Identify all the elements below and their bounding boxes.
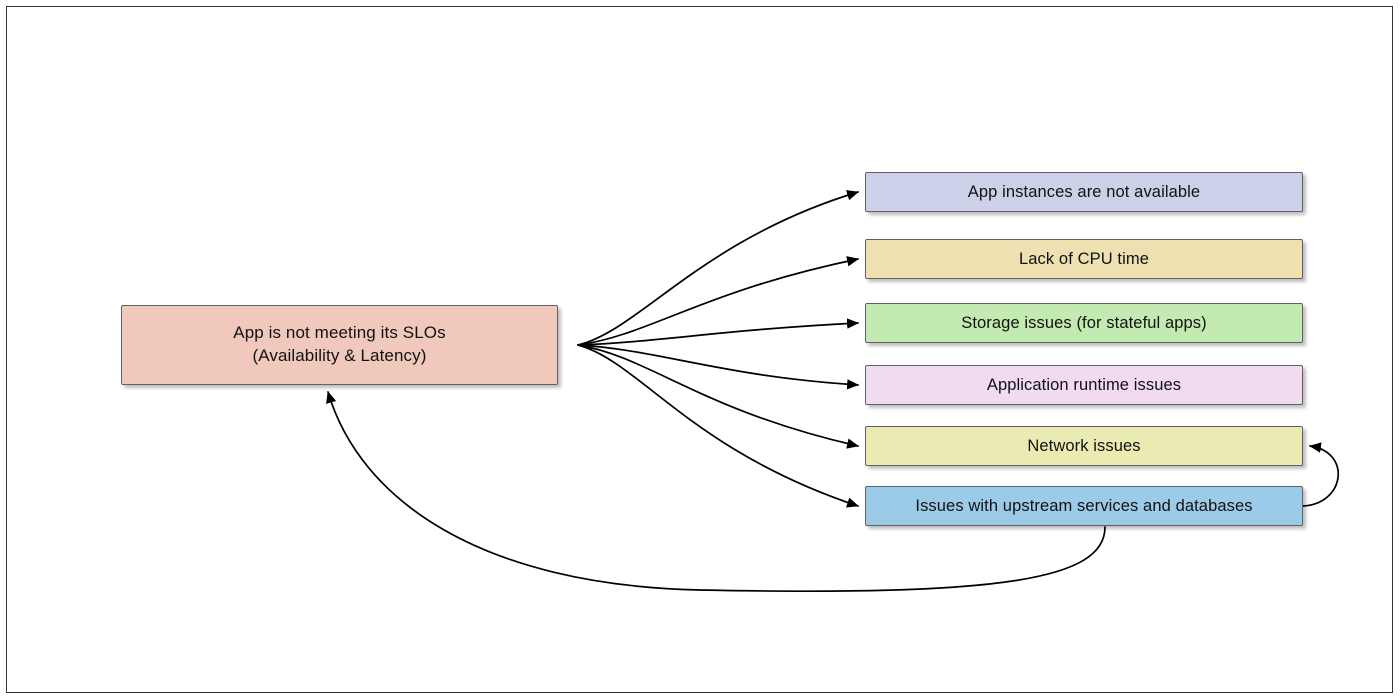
node-storage-issues[interactable]: Storage issues (for stateful apps) (865, 303, 1303, 343)
node-upstream-services-and-databases-issues[interactable]: Issues with upstream services and databa… (865, 486, 1303, 526)
edge-root-to-runtime-issues (577, 344, 859, 390)
node-app-instances-not-available[interactable]: App instances are not available (865, 172, 1303, 212)
edge-upstream-to-network-loop (1302, 442, 1339, 507)
edge-root-to-app-instances (577, 190, 859, 346)
node-network-issues[interactable]: Network issues (865, 426, 1303, 466)
edge-root-to-network-issues (577, 344, 859, 449)
node-lack-of-cpu-time[interactable]: Lack of CPU time (865, 239, 1303, 279)
node-label: Network issues (1027, 436, 1141, 455)
node-label: Lack of CPU time (1019, 249, 1149, 268)
node-root-app-not-meeting-slos[interactable]: App is not meeting its SLOs (Availabilit… (121, 305, 558, 385)
node-label: Application runtime issues (986, 375, 1182, 394)
edge-root-to-upstream-issues (577, 344, 859, 508)
node-application-runtime-issues[interactable]: Application runtime issues (865, 365, 1303, 405)
node-label: Issues with upstream services and databa… (915, 496, 1253, 515)
node-label: App instances are not available (967, 182, 1201, 201)
edge-root-to-storage-issues (577, 318, 859, 346)
node-label: Storage issues (for stateful apps) (961, 313, 1207, 332)
edge-root-to-cpu-time (577, 256, 859, 346)
edge-upstream-to-root-feedback (326, 391, 1106, 593)
node-root-label: App is not meeting its SLOs (Availabilit… (233, 323, 446, 365)
